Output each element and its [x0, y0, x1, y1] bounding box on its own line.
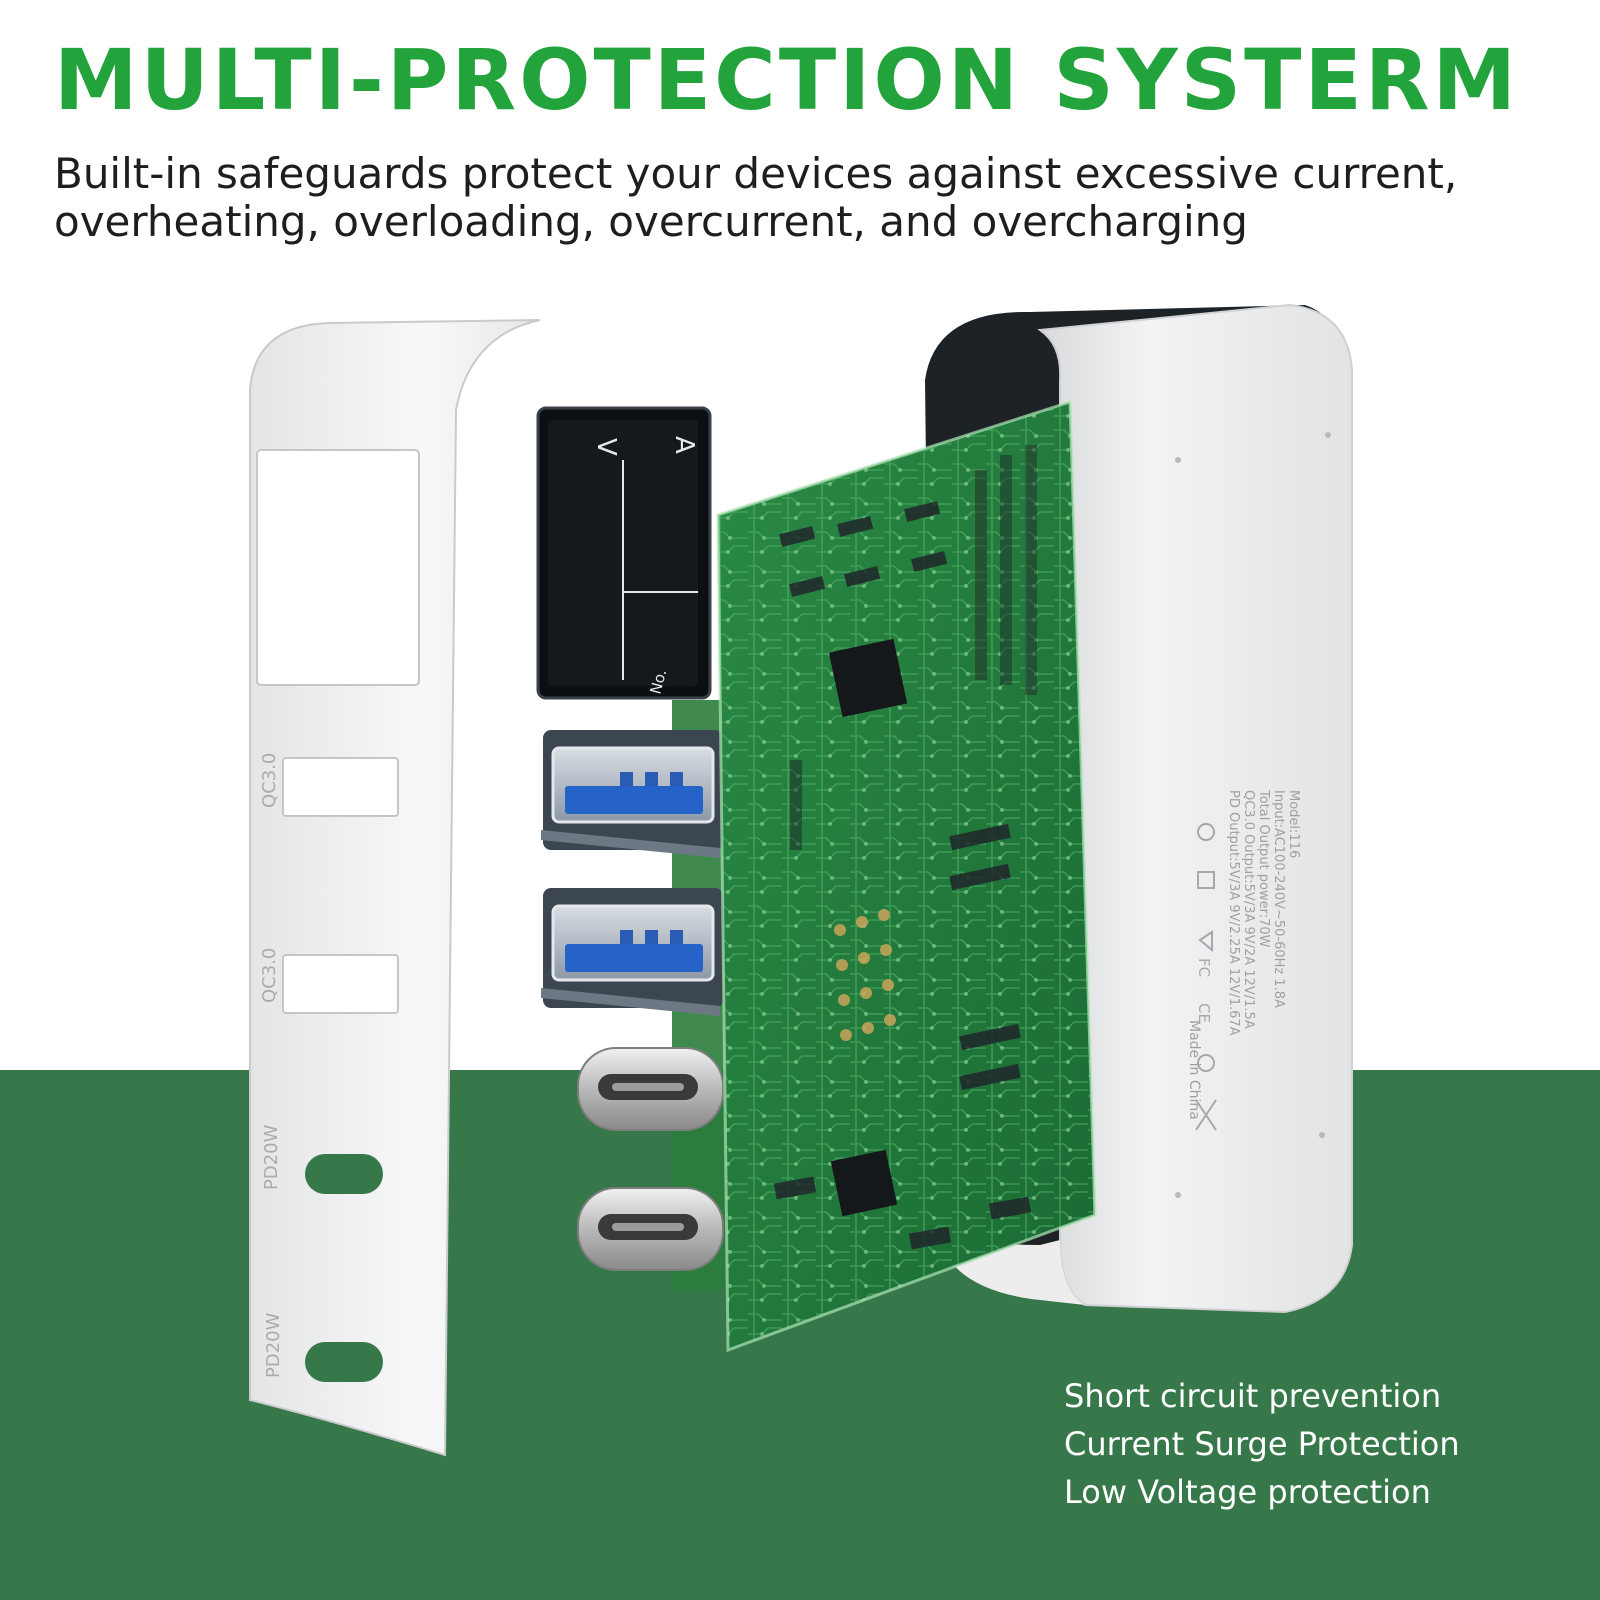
feature-item: Short circuit prevention	[1064, 1377, 1442, 1415]
display-window	[256, 449, 420, 686]
spec-line: Input:AC100-240V~50-60Hz 1.8A	[1271, 790, 1286, 1008]
svg-text:CE: CE	[1195, 1003, 1213, 1023]
amps-label: A	[669, 436, 699, 454]
usb-a-port	[541, 888, 723, 1016]
usb-a-cutout	[282, 954, 399, 1014]
usb-a-cutout	[282, 757, 399, 817]
usb-c-cutout	[305, 1342, 383, 1382]
feature-list: Short circuit prevention Current Surge P…	[1064, 1372, 1460, 1516]
usb-c-cutout	[305, 1154, 383, 1194]
svg-text:FC: FC	[1195, 958, 1213, 977]
subtitle-line-2: overheating, overloading, overcurrent, a…	[54, 197, 1248, 246]
cover-label-pd-1: PD20W	[261, 1124, 282, 1190]
microcontroller-chip	[828, 638, 908, 718]
spec-line: Total Output power:70W	[1256, 789, 1271, 948]
cover-label-qc-1: QC3.0	[259, 753, 280, 808]
usb-a-port	[541, 730, 723, 858]
circuit-board	[716, 399, 1097, 1353]
spec-line: PD Output:5V/3A 9V/2.25A 12V/1.67A	[1226, 790, 1241, 1036]
front-cover: QC3.0 QC3.0 PD20W PD20W	[249, 319, 541, 1457]
number-label: No.	[646, 667, 670, 696]
spec-line: QC3.0 Output:5V/3A 9V/2A 12V/1.5A	[1241, 790, 1256, 1029]
made-in-label: Made in China	[1186, 1020, 1202, 1120]
controller-chip	[830, 1149, 898, 1217]
subtitle: Built-in safeguards protect your devices…	[54, 150, 1554, 246]
volts-label: V	[591, 438, 621, 456]
port-modules	[541, 700, 727, 1290]
spec-line: Model:116	[1286, 790, 1301, 858]
cover-label-qc-2: QC3.0	[259, 948, 280, 1003]
cover-label-pd-2: PD20W	[263, 1312, 284, 1378]
usb-c-port	[577, 1187, 724, 1271]
feature-item: Current Surge Protection	[1064, 1425, 1460, 1463]
usb-c-port	[577, 1047, 724, 1131]
headline: MULTI-PROTECTION SYSTERM	[54, 31, 1520, 129]
spec-label: Model:116 Input:AC100-240V~50-60Hz 1.8A …	[1186, 789, 1301, 1120]
feature-item: Low Voltage protection	[1064, 1473, 1431, 1511]
subtitle-line-1: Built-in safeguards protect your devices…	[54, 149, 1458, 198]
certification-icons: FC CE	[1195, 823, 1217, 1131]
digital-display: V A No.	[536, 406, 712, 700]
